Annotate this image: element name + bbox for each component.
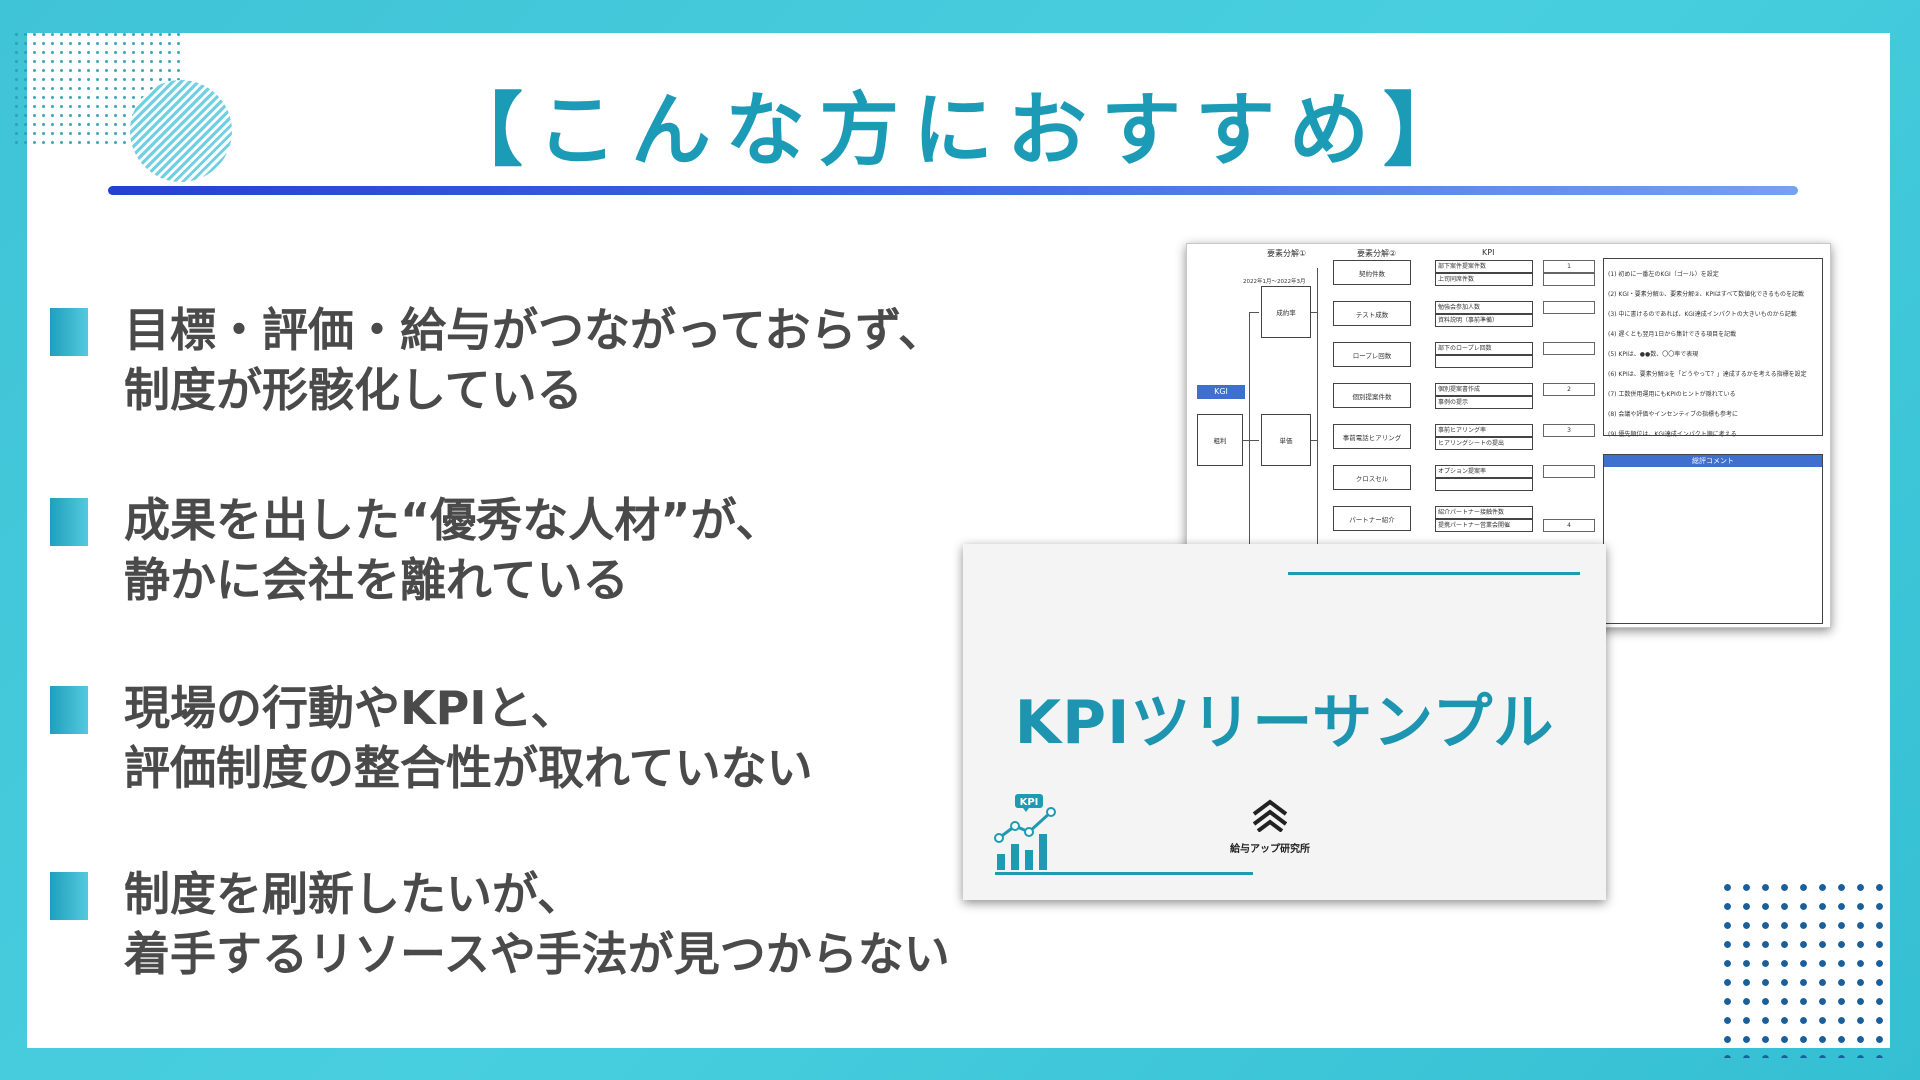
bullet-line: 現場の行動やKPIと、 xyxy=(124,681,577,735)
tree-connector xyxy=(1249,440,1259,441)
bullet-line: 静かに会社を離れている xyxy=(124,553,629,607)
kpi-cell: 紹介パートナー接触件数 xyxy=(1435,506,1533,519)
chevron-up-logo-icon xyxy=(1252,799,1288,833)
kpi-cell: 部下のロープレ回数 xyxy=(1435,342,1533,355)
kpi-cell: 提携パートナー営業会開催 xyxy=(1435,519,1533,532)
level2-box: 個別提案件数 xyxy=(1333,383,1411,408)
note-line: (9) 優先順位は、KGI達成インパクト順に考える xyxy=(1608,431,1737,438)
card-bottom-line xyxy=(995,872,1253,875)
kpi-cell: ヒアリングシートの提出 xyxy=(1435,437,1533,450)
kpi-number xyxy=(1543,342,1595,355)
bullet-square-icon xyxy=(50,872,88,920)
striped-circle-decoration xyxy=(130,80,232,182)
sheet-notes: (1) 初めに一番左のKGI（ゴール）を設定 (2) KGI・要素分解①、要素分… xyxy=(1603,258,1823,438)
logo-text: 給与アップ研究所 xyxy=(1230,844,1310,855)
level1-box: 成約率 xyxy=(1261,286,1311,338)
tree-connector xyxy=(1249,312,1259,313)
note-line: (2) KGI・要素分解①、要素分解②、KPIはすべて数値化できるものを記載 xyxy=(1608,291,1805,298)
kpi-number: 2 xyxy=(1543,383,1595,396)
bullet-line: 着手するリソースや手法が見つからない xyxy=(124,927,950,981)
sheet-header: KPI xyxy=(1482,248,1495,257)
tree-connector xyxy=(1243,440,1249,441)
note-line: (7) 工数併用運用にもKPIのヒントが隠れている xyxy=(1608,391,1736,398)
kpi-number: 3 xyxy=(1543,424,1595,437)
kpi-cell: 資料説明（事前準備） xyxy=(1435,314,1533,327)
note-line: (8) 会議や評価やインセンティブの指標も参考に xyxy=(1608,411,1739,418)
level2-box: テスト成数 xyxy=(1333,301,1411,326)
card-top-line xyxy=(1288,572,1580,575)
comment-header: 総評コメント xyxy=(1604,455,1822,467)
kpi-number: 1 xyxy=(1543,260,1595,273)
title-underline xyxy=(108,186,1798,195)
kpi-number: 4 xyxy=(1543,519,1595,532)
bullet-square-icon xyxy=(50,498,88,546)
bullet-line: 目標・評価・給与がつながっておらず、 xyxy=(124,303,945,357)
kpi-cell: 事例の提示 xyxy=(1435,396,1533,409)
bullet-text: 目標・評価・給与がつながっておらず、 制度が形骸化している xyxy=(124,300,1024,420)
bullet-line: 成果を出した“優秀な人材”が、 xyxy=(124,493,782,547)
kpi-cell xyxy=(1435,355,1533,368)
sheet-header: 要素分解① xyxy=(1267,249,1307,258)
sheet-period: 2022年1月～2022年3月 xyxy=(1243,279,1306,285)
card-title: KPIツリーサンプル xyxy=(1014,688,1555,758)
level2-box: 契約件数 xyxy=(1333,260,1411,285)
kgi-box: 粗利 xyxy=(1197,414,1243,466)
comment-box: 総評コメント xyxy=(1603,454,1823,624)
note-line: (4) 遅くとも翌月1日から集計できる項目を記載 xyxy=(1608,331,1737,338)
level2-box: クロスセル xyxy=(1333,465,1411,490)
kpi-cell: 勉強会参加人数 xyxy=(1435,301,1533,314)
bullet-line: 制度を刷新したいが、 xyxy=(124,867,584,921)
page-title: 【こんな方におすすめ】 xyxy=(443,84,1477,177)
kpi-cell: 上司同席件数 xyxy=(1435,273,1533,286)
bullet-line: 評価制度の整合性が取れていない xyxy=(124,741,813,795)
kpi-cell: 個別提案書作成 xyxy=(1435,383,1533,396)
note-line: (3) 中に書けるのであれば、KGI達成インパクトの大きいものから記載 xyxy=(1608,311,1797,318)
kpi-chart-icon: KPI xyxy=(994,794,1056,870)
bullet-text: 制度を刷新したいが、 着手するリソースや手法が見つからない xyxy=(124,864,1024,984)
tree-connector xyxy=(1311,440,1317,441)
kgi-label: KGI xyxy=(1197,385,1245,399)
tree-connector xyxy=(1249,312,1250,572)
kpi-number xyxy=(1543,273,1595,286)
kpi-cell: 部下案件提案件数 xyxy=(1435,260,1533,273)
kpi-number xyxy=(1543,465,1595,478)
sheet-header: 要素分解② xyxy=(1357,249,1397,258)
level2-box: パートナー紹介 xyxy=(1333,506,1411,531)
kpi-cell: 事前ヒアリング率 xyxy=(1435,424,1533,437)
tree-connector xyxy=(1317,268,1318,598)
bullet-line: 制度が形骸化している xyxy=(124,363,583,417)
bullet-text: 現場の行動やKPIと、 評価制度の整合性が取れていない xyxy=(124,678,1024,798)
note-line: (6) KPIは、要素分解②を「どうやって？」達成するかを考える指標を設定 xyxy=(1608,371,1807,378)
bullet-text: 成果を出した“優秀な人材”が、 静かに会社を離れている xyxy=(124,490,1024,610)
bullet-square-icon xyxy=(50,308,88,356)
kpi-number xyxy=(1543,301,1595,314)
kpi-tree-sample-card: KPIツリーサンプル KPI 給与アップ研究所 xyxy=(963,544,1606,900)
dot-pattern-bottom-right xyxy=(1718,878,1888,1058)
kpi-cell: オプション提案率 xyxy=(1435,465,1533,478)
level2-box: ロープレ回数 xyxy=(1333,342,1411,367)
bullet-square-icon xyxy=(50,686,88,734)
kpi-cell xyxy=(1435,478,1533,491)
note-line: (5) KPIは、●●数、〇〇率で表現 xyxy=(1608,351,1699,358)
kpi-badge-text: KPI xyxy=(1020,797,1039,808)
tree-connector xyxy=(1311,312,1317,313)
logo: 給与アップ研究所 xyxy=(1225,798,1315,858)
level2-box: 事前電話ヒアリング xyxy=(1333,424,1411,449)
level1-box: 単価 xyxy=(1261,414,1311,466)
note-line: (1) 初めに一番左のKGI（ゴール）を設定 xyxy=(1608,271,1719,278)
